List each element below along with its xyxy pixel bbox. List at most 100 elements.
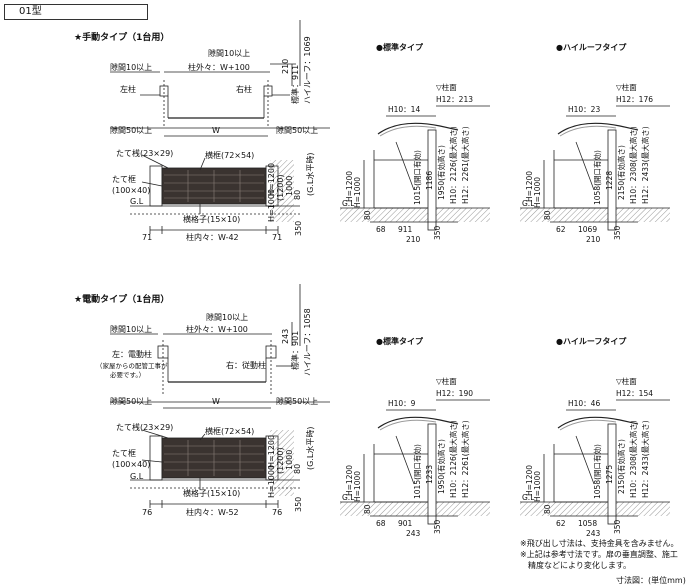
manual-dim-71b: 71 bbox=[272, 233, 282, 242]
effective-height-label: 1950(有効高さ) bbox=[436, 145, 446, 200]
h10-label: H10：23 bbox=[568, 105, 600, 114]
manual-gl-level: (G.L水平時) bbox=[305, 153, 315, 196]
roof-inner bbox=[379, 419, 437, 431]
electric-left-post-note2: 必要です。） bbox=[110, 370, 145, 379]
roof-inner bbox=[559, 125, 617, 137]
h12-max-height-label: H12：2261(最大高さ) bbox=[460, 126, 470, 204]
effective-height-label: 2150(有効高さ) bbox=[616, 439, 626, 494]
column-face-label: ▽柱面 bbox=[436, 376, 457, 386]
electric-gap-bottom-right: 隙間50以上 bbox=[276, 396, 318, 406]
h12-max-height-label: H12：2433(最大高さ) bbox=[640, 126, 650, 204]
dim-350-label: 350 bbox=[613, 225, 622, 240]
side-view-heading: ●標準タイプ bbox=[376, 336, 424, 346]
roof-outline bbox=[557, 416, 639, 429]
manual-outer-width: 柱外々：W+100 bbox=[188, 62, 250, 72]
manual-dim-80: 80 bbox=[293, 190, 302, 200]
manual-right-post bbox=[263, 85, 273, 97]
note-line-1: ※飛び出し寸法は、支持金具を含みません。 bbox=[520, 539, 679, 548]
dim-68-label: 62 bbox=[556, 519, 566, 528]
dim-1186-label: 1275 bbox=[605, 465, 614, 484]
roof-inner bbox=[379, 125, 437, 137]
electric-plan-view bbox=[110, 284, 330, 409]
electric-h1200: H=1200 bbox=[267, 435, 276, 468]
manual-p1000: 1000 bbox=[285, 176, 294, 196]
roof-outline bbox=[377, 416, 459, 429]
electric-right-post-label: 右：従動柱 bbox=[226, 360, 266, 370]
dim-210-label: 210 bbox=[406, 235, 421, 244]
electric-dim-350: 350 bbox=[294, 497, 303, 512]
electric-inner-width: 柱内々：W-52 bbox=[186, 507, 239, 517]
dim-1186-label: 1186 bbox=[425, 171, 434, 190]
manual-standard-911: 標準：911 bbox=[290, 65, 300, 104]
ground-hatch bbox=[340, 208, 490, 222]
post bbox=[427, 129, 437, 231]
manual-tatewaku: たて框 bbox=[112, 174, 136, 184]
manual-gap-left: 隙間10以上 bbox=[110, 62, 152, 72]
h1200-label: H=1200 bbox=[345, 465, 354, 496]
h12-max-height-label: H12：2261(最大高さ) bbox=[460, 420, 470, 498]
side-view-heading: ●ハイルーフタイプ bbox=[556, 336, 627, 346]
ground-hatch bbox=[520, 502, 670, 516]
manual-elevation-view bbox=[130, 154, 300, 234]
dim-210-label: 243 bbox=[406, 529, 421, 538]
electric-outer-width: 柱外々：W+100 bbox=[186, 324, 248, 334]
note-line-2: ※上記は参考寸法です。扉の垂直調整、施工 bbox=[520, 550, 678, 559]
manual-gap-bottom-right: 隙間50以上 bbox=[276, 125, 318, 135]
electric-left-post-label: 左：電動柱 bbox=[112, 349, 152, 359]
electric-tatewaku: たて框 bbox=[112, 448, 136, 458]
dim-depth-label: 1069 bbox=[578, 225, 597, 234]
opening-effective-label: 1058(開口有効) bbox=[592, 150, 602, 205]
h1200-label: H=1200 bbox=[525, 465, 534, 496]
opening-effective-label: 1015(開口有効) bbox=[412, 150, 422, 205]
manual-right-post-label: 右柱 bbox=[236, 84, 252, 94]
electric-elevation-view bbox=[130, 429, 300, 508]
opening-effective-label: 1058(開口有効) bbox=[592, 444, 602, 499]
electric-dim-76b: 76 bbox=[272, 508, 282, 517]
manual-heading: ★手動タイプ（1台用） bbox=[74, 33, 170, 43]
electric-h1000: H=1000 bbox=[267, 465, 276, 498]
roof-inner bbox=[559, 419, 617, 431]
post bbox=[607, 129, 617, 231]
dim-80-label: 80 bbox=[543, 504, 552, 514]
roof-outline bbox=[557, 122, 639, 135]
gate-diagonal bbox=[395, 435, 415, 485]
electric-dim-243: 243 bbox=[281, 329, 290, 344]
manual-plan-view bbox=[110, 20, 330, 137]
electric-gap-bottom-left: 隙間50以上 bbox=[110, 396, 152, 406]
h10-max-height-label: H10：2308(最大高さ) bbox=[628, 126, 638, 204]
electric-yokokoushi: 横格子(15×10) bbox=[183, 488, 240, 498]
dim-350-label: 350 bbox=[613, 519, 622, 534]
gl-label: G.L bbox=[522, 493, 535, 502]
gate-diagonal bbox=[575, 435, 595, 485]
manual-dim-350: 350 bbox=[294, 221, 303, 236]
manual-hiroof-1069: ハイルーフ：1069 bbox=[303, 36, 312, 104]
notes: ※飛び出し寸法は、支持金具を含みません。 ※上記は参考寸法です。扉の垂直調整、施… bbox=[520, 538, 678, 571]
electric-gap-left: 隙間10以上 bbox=[110, 324, 152, 334]
side-view-heading: ●ハイルーフタイプ bbox=[556, 42, 627, 52]
manual-tatesan: たて桟(23×29) bbox=[116, 148, 173, 158]
manual-inner-width: 柱内々：W-42 bbox=[186, 232, 239, 242]
manual-yokokoushi: 横格子(15×10) bbox=[183, 214, 240, 224]
manual-width-label: W bbox=[212, 126, 220, 135]
post bbox=[427, 423, 437, 525]
manual-left-post-label: 左柱 bbox=[120, 84, 136, 94]
dim-80-label: 80 bbox=[363, 210, 372, 220]
electric-width-label: W bbox=[212, 397, 220, 406]
gate-diagonal bbox=[395, 141, 415, 191]
h10-max-height-label: H10：2308(最大高さ) bbox=[628, 420, 638, 498]
h12-max-height-label: H12：2433(最大高さ) bbox=[640, 420, 650, 498]
manual-h1200: H=1200 bbox=[267, 163, 276, 196]
manual-dim-210: 210 bbox=[281, 59, 290, 74]
h10-label: H10：14 bbox=[388, 105, 420, 114]
manual-yokowaku: 横框(72×54) bbox=[205, 150, 254, 160]
dim-210-label: 210 bbox=[586, 235, 601, 244]
manual-p1200: (1200) bbox=[276, 174, 285, 201]
dim-1186-label: 1228 bbox=[605, 171, 614, 190]
manual-h1000: H=1000 bbox=[267, 189, 276, 222]
